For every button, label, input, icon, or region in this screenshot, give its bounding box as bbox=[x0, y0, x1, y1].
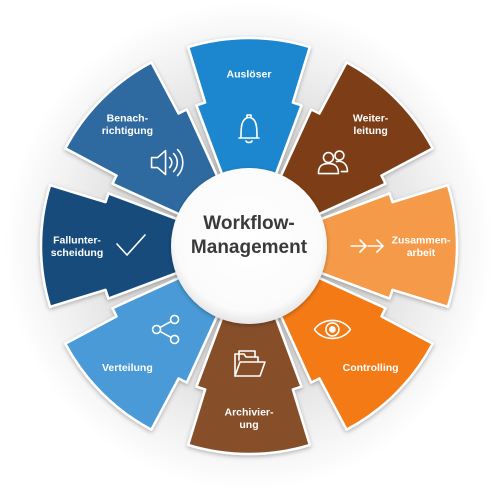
users-icon bbox=[317, 150, 349, 175]
segment-label: ung bbox=[239, 419, 258, 431]
segment-label: Fallunter- bbox=[53, 234, 101, 246]
segment-label: leitung bbox=[353, 125, 387, 137]
segment-label: Benach- bbox=[107, 113, 149, 125]
segment-fallunterscheidung: Fallunter-scheidung bbox=[39, 183, 183, 309]
folder-icon bbox=[234, 350, 266, 377]
center-title-line1: Workflow- bbox=[203, 213, 294, 234]
center-hub bbox=[171, 168, 327, 324]
arrows-right-icon bbox=[350, 239, 384, 253]
segment-label: Zusammen- bbox=[392, 234, 451, 246]
checkmark-icon bbox=[116, 234, 146, 256]
segment-label: Verteilung bbox=[102, 362, 153, 374]
segment-label: richtigung bbox=[102, 125, 153, 137]
segment-weiterleitung: Weiter-leitung bbox=[277, 61, 434, 218]
eye-icon bbox=[313, 319, 352, 340]
segment-label: Auslöser bbox=[227, 69, 272, 81]
bell-icon bbox=[238, 114, 260, 144]
segment-label: arbeit bbox=[407, 247, 436, 259]
segment-archivierung: Archivier-ung bbox=[186, 312, 312, 456]
segments-group: AuslöserWeiter-leitungZusammen-arbeitCon… bbox=[39, 36, 459, 456]
speaker-icon bbox=[150, 148, 184, 177]
segment-zusammenarbeit: Zusammen-arbeit bbox=[315, 183, 459, 309]
segment-label: scheidung bbox=[51, 247, 104, 259]
segment-label: Archivier- bbox=[224, 406, 274, 418]
center-title-line2: Management bbox=[191, 237, 308, 258]
segment-label: Controlling bbox=[343, 362, 399, 374]
segment-label: Weiter- bbox=[353, 113, 389, 125]
share-icon bbox=[151, 314, 180, 345]
